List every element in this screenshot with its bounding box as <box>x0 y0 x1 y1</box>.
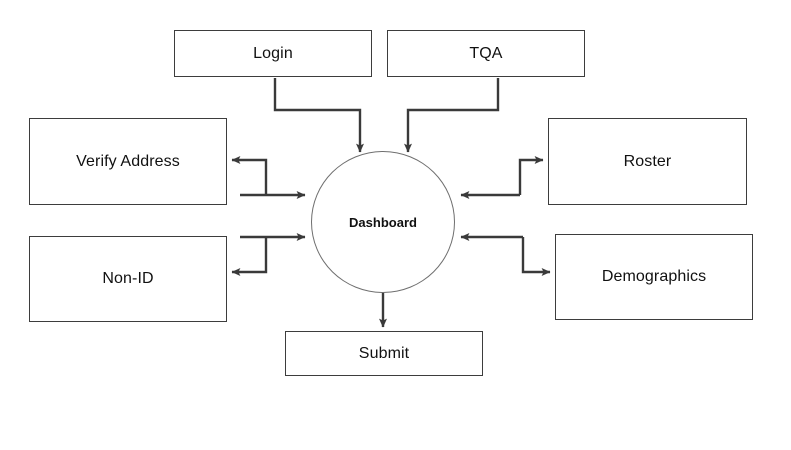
node-non-id-label: Non-ID <box>102 270 154 288</box>
node-submit[interactable]: Submit <box>285 331 483 376</box>
node-verify-address[interactable]: Verify Address <box>29 118 227 205</box>
node-demographics-label: Demographics <box>601 268 707 286</box>
node-roster-label: Roster <box>623 152 672 170</box>
node-verify-address-label: Verify Address <box>76 152 180 170</box>
node-roster[interactable]: Roster <box>548 118 747 205</box>
node-login-label: Login <box>253 44 293 62</box>
connector-tqa-to-dashboard <box>404 78 500 153</box>
connector-dashboard-to-roster <box>518 156 544 195</box>
node-tqa[interactable]: TQA <box>387 30 585 77</box>
node-login[interactable]: Login <box>174 30 372 77</box>
connector-dashboard-to-demographics <box>521 237 551 276</box>
hub-dashboard[interactable]: Dashboard <box>311 151 455 293</box>
hub-dashboard-label: Dashboard <box>349 214 417 230</box>
node-non-id[interactable]: Non-ID <box>29 236 227 322</box>
node-demographics[interactable]: Demographics <box>555 234 753 320</box>
node-tqa-label: TQA <box>469 44 503 62</box>
connector-login-to-dashboard <box>273 78 364 153</box>
node-submit-label: Submit <box>358 344 410 362</box>
connector-dashboard-to-nonid <box>231 237 268 276</box>
connector-dashboard-to-verify-path <box>231 156 268 195</box>
